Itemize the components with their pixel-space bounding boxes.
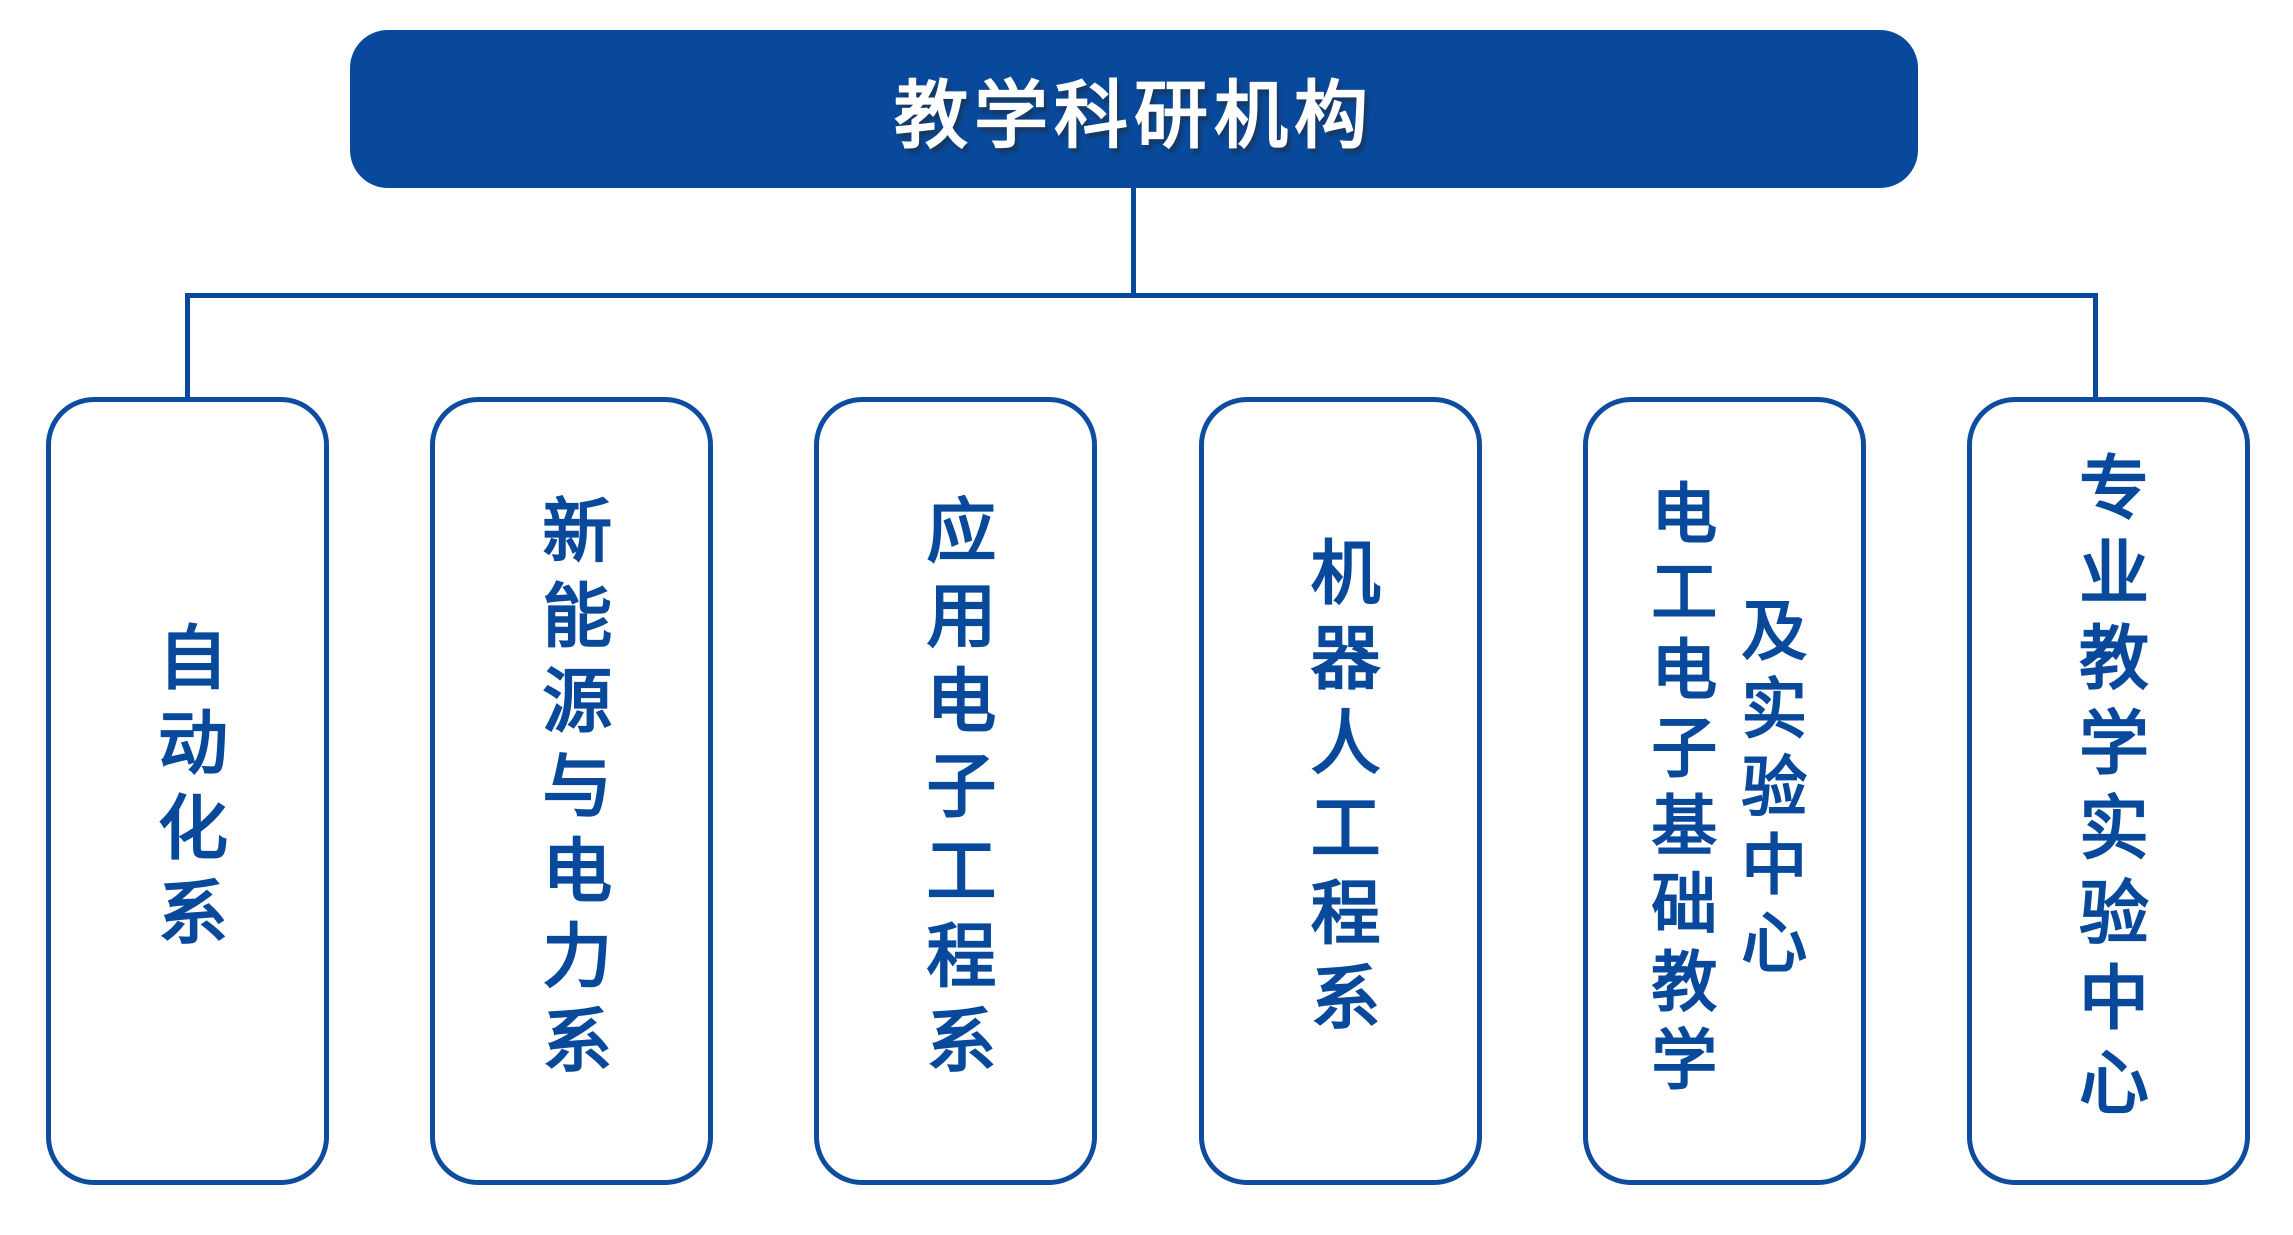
node-automation-dept: 自动化系	[46, 397, 329, 1185]
connector-right-drop	[2093, 293, 2098, 399]
node-new-energy-power-dept: 新能源与电力系	[430, 397, 714, 1185]
label-column-1: 电工电子基础教学	[1642, 479, 1717, 1103]
node-new-energy-power-dept-label: 新能源与电力系	[532, 493, 611, 1089]
root-node-label: 教学科研机构	[894, 73, 1374, 157]
node-electrical-electronics-teaching-lab-center: 电工电子基础教学 及实验中心	[1582, 397, 1866, 1185]
connector-left-drop	[185, 293, 190, 399]
node-electrical-electronics-teaching-lab-center-label: 电工电子基础教学 及实验中心	[1642, 402, 1807, 1180]
node-professional-teaching-lab-center-label: 专业教学实验中心	[2069, 451, 2148, 1131]
children-row: 自动化系 新能源与电力系 应用电子工程系 机器人工程系 电工电子基础教学 及实验…	[46, 397, 2250, 1185]
node-robot-engineering-dept: 机器人工程系	[1198, 397, 1482, 1185]
node-automation-dept-label: 自动化系	[148, 621, 227, 961]
node-applied-electronics-dept-label: 应用电子工程系	[916, 493, 995, 1089]
node-robot-engineering-dept-label: 机器人工程系	[1301, 536, 1380, 1046]
connector-horizontal-rail	[185, 293, 2098, 298]
connector-root-drop	[1131, 188, 1136, 295]
node-applied-electronics-dept: 应用电子工程系	[814, 397, 1098, 1185]
node-professional-teaching-lab-center: 专业教学实验中心	[1966, 397, 2250, 1185]
root-node: 教学科研机构	[350, 30, 1918, 188]
label-column-2: 及实验中心	[1732, 596, 1807, 986]
